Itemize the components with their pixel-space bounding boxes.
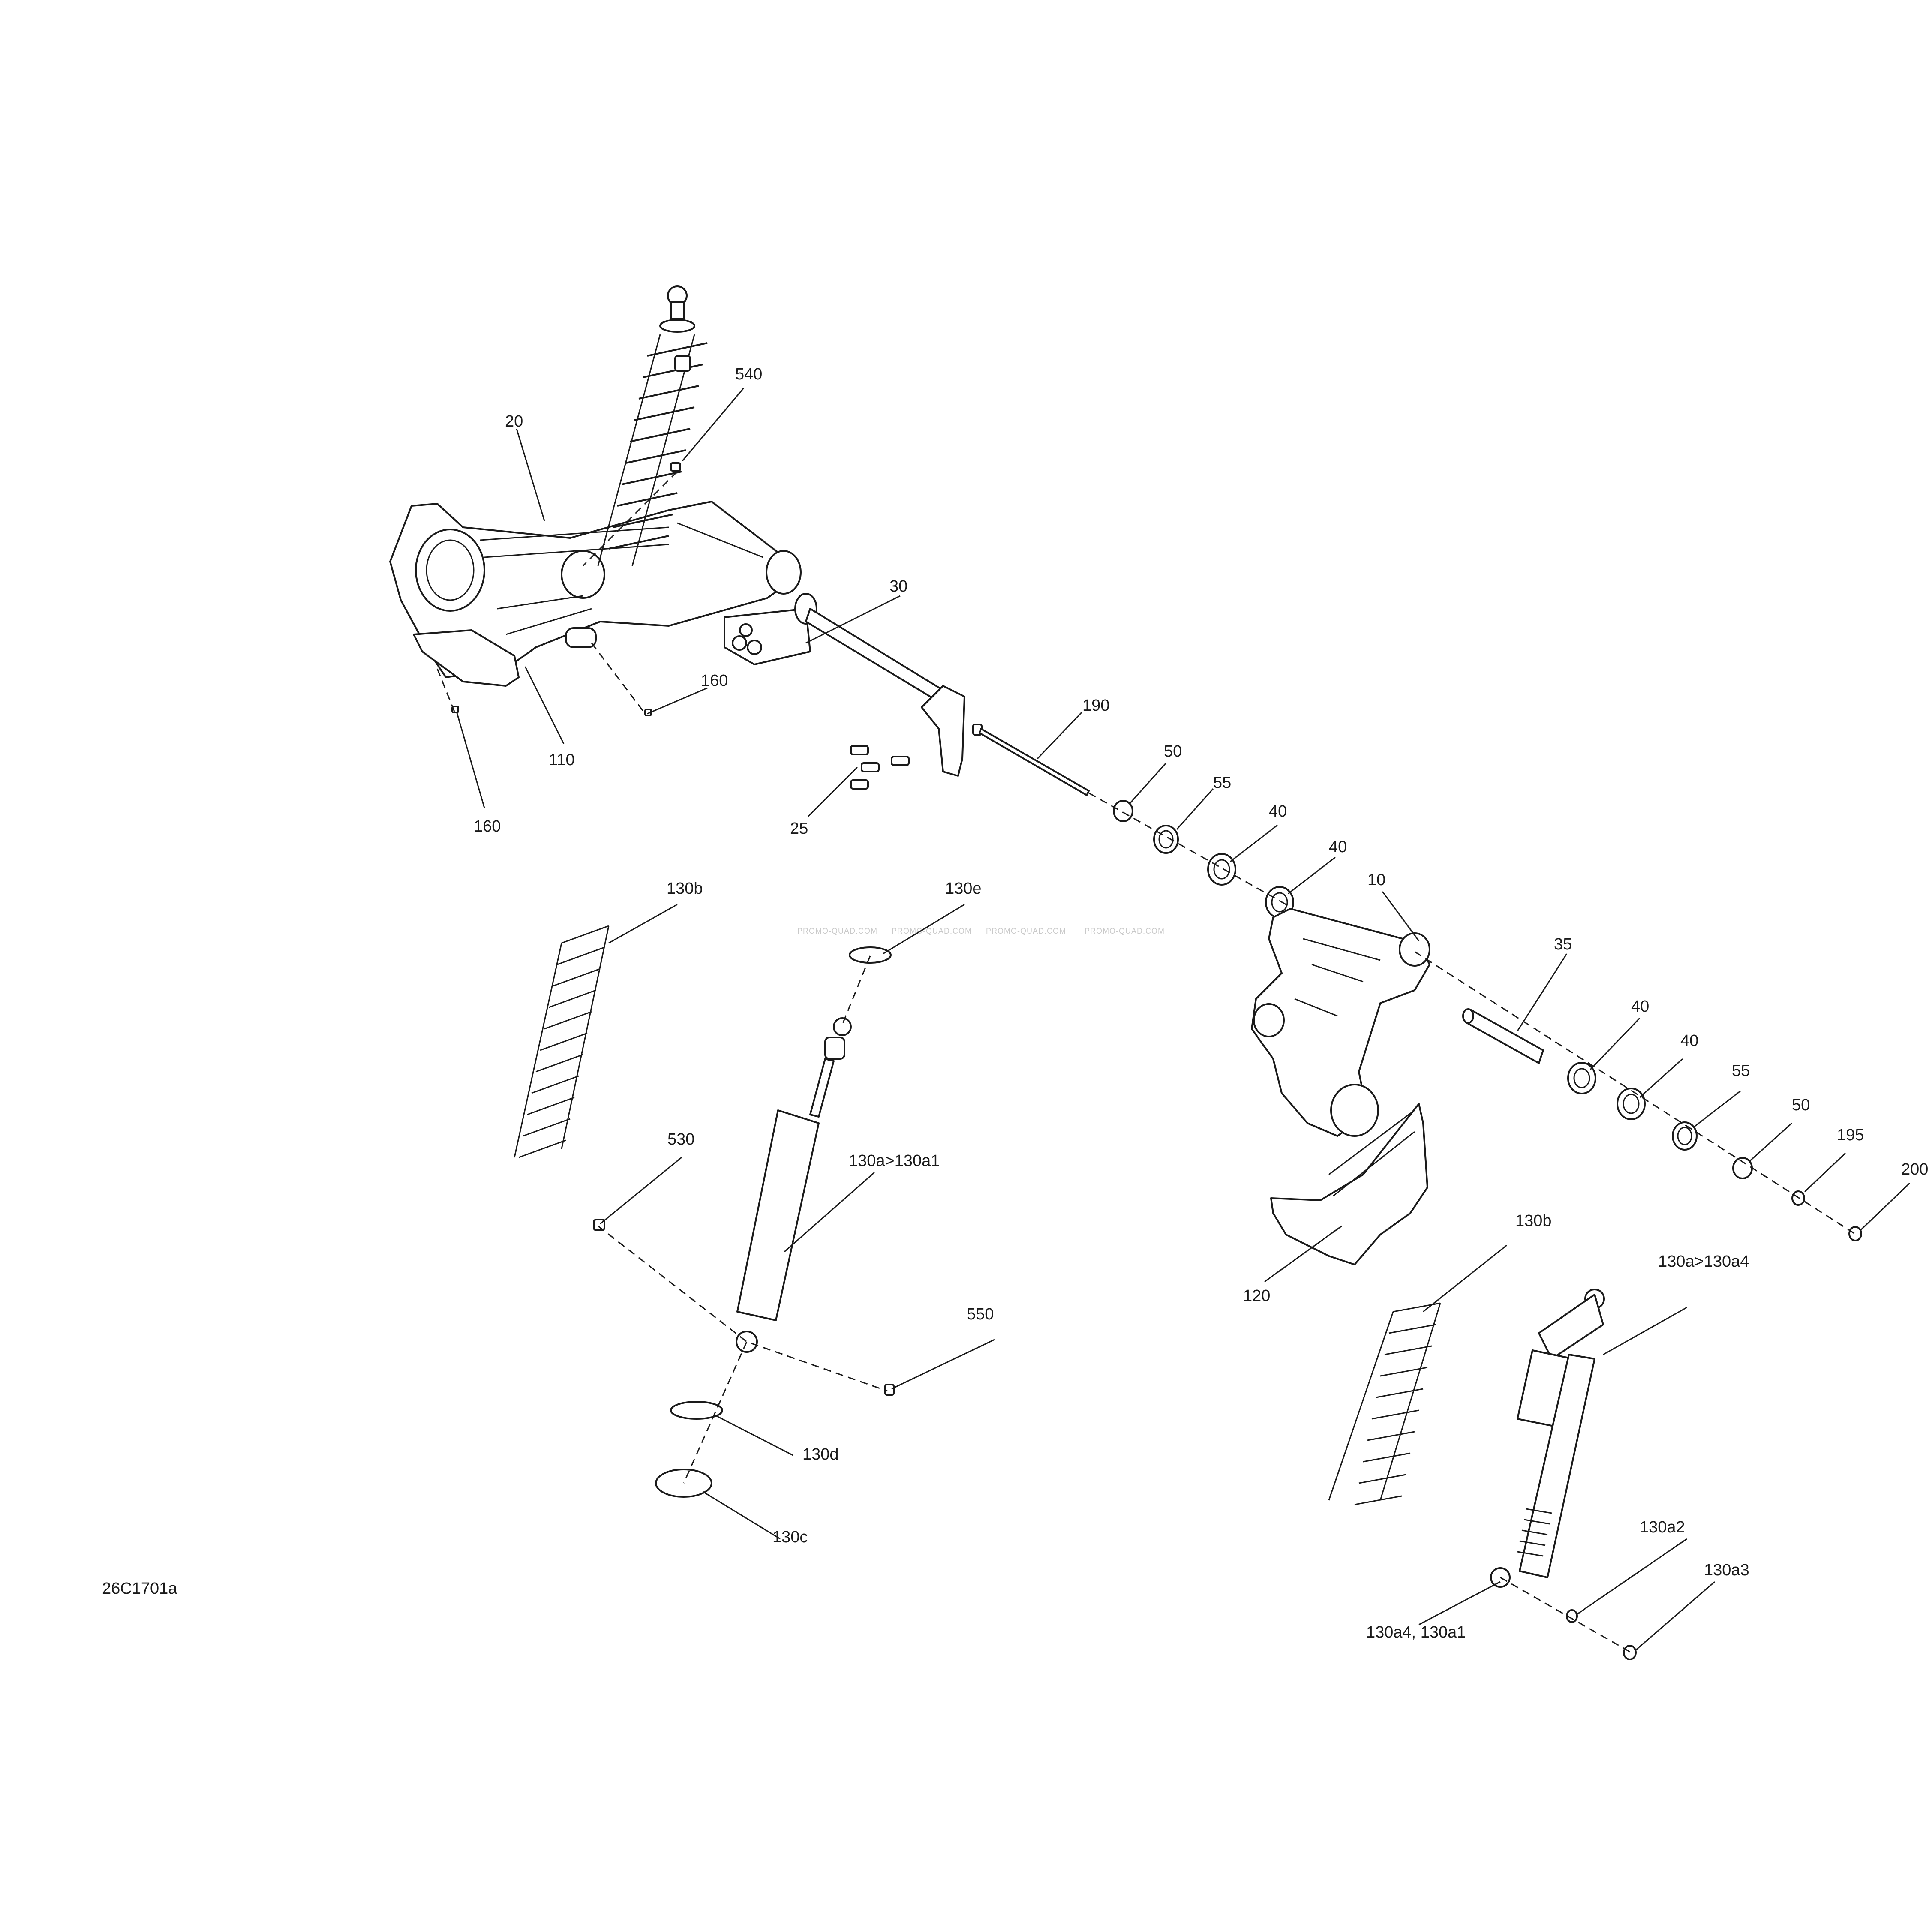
shock-right: [1490, 1289, 1637, 1660]
callout-200: 200: [1901, 1160, 1928, 1178]
callout-120: 120: [1243, 1287, 1270, 1305]
callout-40-a: 40: [1269, 802, 1287, 820]
callout-130a-130a4: 130a>130a4: [1658, 1253, 1749, 1271]
bearings-axis-upper: [1113, 800, 1294, 919]
diagram-reference-id: 26C1701a: [102, 1580, 177, 1598]
shock-left: [593, 946, 895, 1498]
callout-50-upper: 50: [1164, 742, 1182, 760]
callout-40-c: 40: [1631, 998, 1649, 1016]
leader-lines: [456, 388, 1911, 1651]
shield-120: [1270, 1103, 1428, 1265]
callout-130e: 130e: [945, 880, 982, 898]
callout-55-lower: 55: [1732, 1062, 1750, 1080]
callout-530: 530: [667, 1130, 694, 1148]
svg-text:PROMO-QUAD.COM: PROMO-QUAD.COM: [892, 927, 972, 935]
callout-130d: 130d: [802, 1445, 839, 1463]
callout-40-d: 40: [1680, 1032, 1698, 1050]
shock-upper: [597, 285, 708, 566]
svg-text:PROMO-QUAD.COM: PROMO-QUAD.COM: [797, 927, 877, 935]
callout-20: 20: [505, 412, 523, 430]
callout-130b-left: 130b: [667, 880, 703, 898]
callout-30: 30: [889, 577, 907, 595]
swing-arm-upper: [389, 501, 802, 687]
fasteners-upper: [451, 462, 681, 716]
coil-spring-right: [1328, 1302, 1441, 1505]
callout-130c: 130c: [772, 1528, 808, 1546]
watermark: PROMO-QUAD.COM PROMO-QUAD.COM PROMO-QUAD…: [797, 927, 1165, 935]
callout-540: 540: [735, 365, 762, 383]
callout-labels: 20 540 30 160 110 160 190 25 50 55 40 40…: [474, 365, 1928, 1641]
callout-40-b: 40: [1329, 838, 1347, 856]
bolts-25: [850, 745, 910, 790]
pivot-bolt-190: [972, 724, 1090, 796]
callout-25: 25: [790, 820, 808, 838]
svg-text:PROMO-QUAD.COM: PROMO-QUAD.COM: [1085, 927, 1165, 935]
callout-50-lower: 50: [1792, 1096, 1810, 1114]
callout-10: 10: [1367, 871, 1385, 889]
callout-130a3: 130a3: [1704, 1561, 1749, 1579]
callout-130a2: 130a2: [1640, 1518, 1685, 1536]
callout-195: 195: [1837, 1126, 1864, 1144]
callout-190: 190: [1082, 697, 1109, 715]
callout-110: 110: [549, 751, 575, 769]
bracket-10: [1251, 908, 1430, 1137]
callout-160-upper: 160: [701, 672, 728, 690]
sleeve-35: [1462, 1008, 1544, 1064]
callout-130a4-130a1: 130a4, 130a1: [1366, 1623, 1466, 1641]
callout-55-upper: 55: [1213, 774, 1231, 792]
assembly-dashed-lines: [436, 471, 1857, 1653]
bearings-axis-lower: [1567, 1062, 1862, 1241]
callout-35: 35: [1554, 935, 1572, 953]
callout-130b-right: 130b: [1515, 1212, 1552, 1230]
callout-160-lower: 160: [474, 817, 501, 835]
stabilizer-bar: [724, 593, 965, 777]
callout-130a-130a1: 130a>130a1: [849, 1152, 940, 1170]
svg-text:PROMO-QUAD.COM: PROMO-QUAD.COM: [986, 927, 1066, 935]
coil-spring-left: [514, 925, 610, 1158]
callout-550: 550: [967, 1305, 994, 1323]
